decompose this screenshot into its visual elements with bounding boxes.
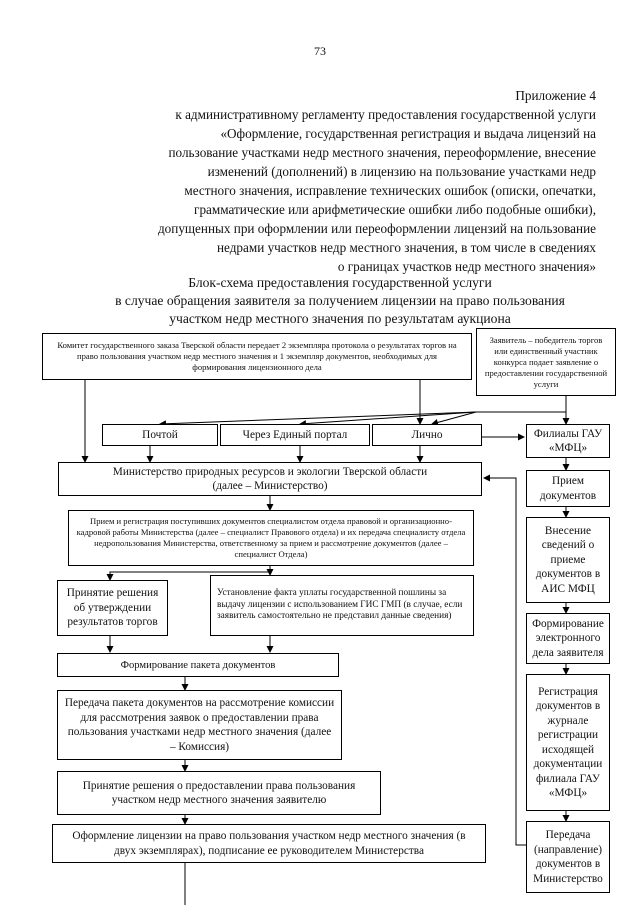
package-box: Формирование пакета документов <box>57 653 339 677</box>
mfc-register-text: Регистрация документов в журнале регистр… <box>533 685 603 800</box>
mfc-send-text: Передача (направление) документов в Мини… <box>533 829 603 885</box>
committee-box: Комитет государственного заказа Тверской… <box>42 333 472 380</box>
mfc-register-box: Регистрация документов в журнале регистр… <box>526 674 610 811</box>
personal-channel-text: Лично <box>411 428 443 441</box>
license-text: Оформление лицензии на право пользования… <box>72 830 466 857</box>
diagram-title: Блок-схема предоставления государственно… <box>60 274 620 328</box>
mfc-accept-box: Прием документов <box>526 470 610 507</box>
title-line: в случае обращения заявителя за получени… <box>115 293 565 308</box>
mfc-record-text: Внесение сведений о приеме документов в … <box>535 524 601 595</box>
page-number: 73 <box>314 44 326 58</box>
mfc-accept-text: Прием документов <box>539 475 597 502</box>
mfc-text: Филиалы ГАУ «МФЦ» <box>533 427 603 455</box>
header-line: допущенных при оформлении или переоформл… <box>157 221 596 236</box>
header-line: к административному регламенту предостав… <box>175 107 596 122</box>
mail-channel-text: Почтой <box>142 428 178 441</box>
arrow-applicant-mail <box>159 411 477 428</box>
arrow-send-ministry <box>483 474 526 846</box>
title-line: участком недр местного значения по резул… <box>169 311 511 326</box>
portal-channel-text: Через Единый портал <box>242 428 348 441</box>
portal-channel-box: Через Единый портал <box>220 424 370 446</box>
mfc-file-box: Формирование электронного дела заявителя <box>526 613 610 664</box>
decision-results-text: Принятие решения об утверждении результа… <box>66 587 159 629</box>
commission-box: Передача пакета документов на рассмотрен… <box>57 690 342 760</box>
license-box: Оформление лицензии на право пользования… <box>52 824 486 863</box>
ministry-box: Министерство природных ресурсов и эколог… <box>58 462 482 496</box>
mfc-file-text: Формирование электронного дела заявителя <box>532 617 604 659</box>
mfc-send-box: Передача (направление) документов в Мини… <box>526 821 610 893</box>
package-text: Формирование пакета документов <box>120 659 276 671</box>
title-line: Блок-схема предоставления государственно… <box>188 275 492 290</box>
header-line: «Оформление, государственная регистрация… <box>220 126 596 141</box>
fee-box: Установление факта уплаты государственно… <box>210 575 474 636</box>
commission-text: Передача пакета документов на рассмотрен… <box>64 697 335 753</box>
personal-channel-box: Лично <box>372 424 482 446</box>
grant-box: Принятие решения о предоставлении права … <box>57 771 381 815</box>
header-line: пользование участками недр местного знач… <box>168 145 596 160</box>
arrow-applicant-personally <box>431 411 477 426</box>
header-line: грамматические или арифметические ошибки… <box>194 202 596 217</box>
header-line: Приложение 4 <box>515 88 596 103</box>
applicant-box: Заявитель – победитель торгов или единст… <box>476 328 616 396</box>
mail-channel-box: Почтой <box>102 424 218 446</box>
mfc-box: Филиалы ГАУ «МФЦ» <box>526 424 610 458</box>
reception-box: Прием и регистрация поступивших документ… <box>68 510 474 566</box>
header-line: недрами участков недр местного значения,… <box>216 240 596 255</box>
appendix-header: Приложение 4 к административному регламе… <box>90 86 596 276</box>
header-line: местного значения, исправление техническ… <box>184 183 596 198</box>
reception-text: Прием и регистрация поступивших документ… <box>76 516 466 559</box>
mfc-record-box: Внесение сведений о приеме документов в … <box>526 517 610 603</box>
committee-text: Комитет государственного заказа Тверской… <box>57 340 457 372</box>
decision-results-box: Принятие решения об утверждении результа… <box>57 580 168 636</box>
applicant-text: Заявитель – победитель торгов или единст… <box>484 334 608 389</box>
arrow-applicant-portal <box>299 411 477 428</box>
fee-text: Установление факта уплаты государственно… <box>217 588 463 622</box>
grant-text: Принятие решения о предоставлении права … <box>82 779 356 807</box>
header-line: о границах участков недр местного значен… <box>337 259 596 274</box>
ministry-text: Министерство природных ресурсов и эколог… <box>112 465 428 493</box>
header-line: изменений (дополнений) в лицензию на пол… <box>207 164 596 179</box>
